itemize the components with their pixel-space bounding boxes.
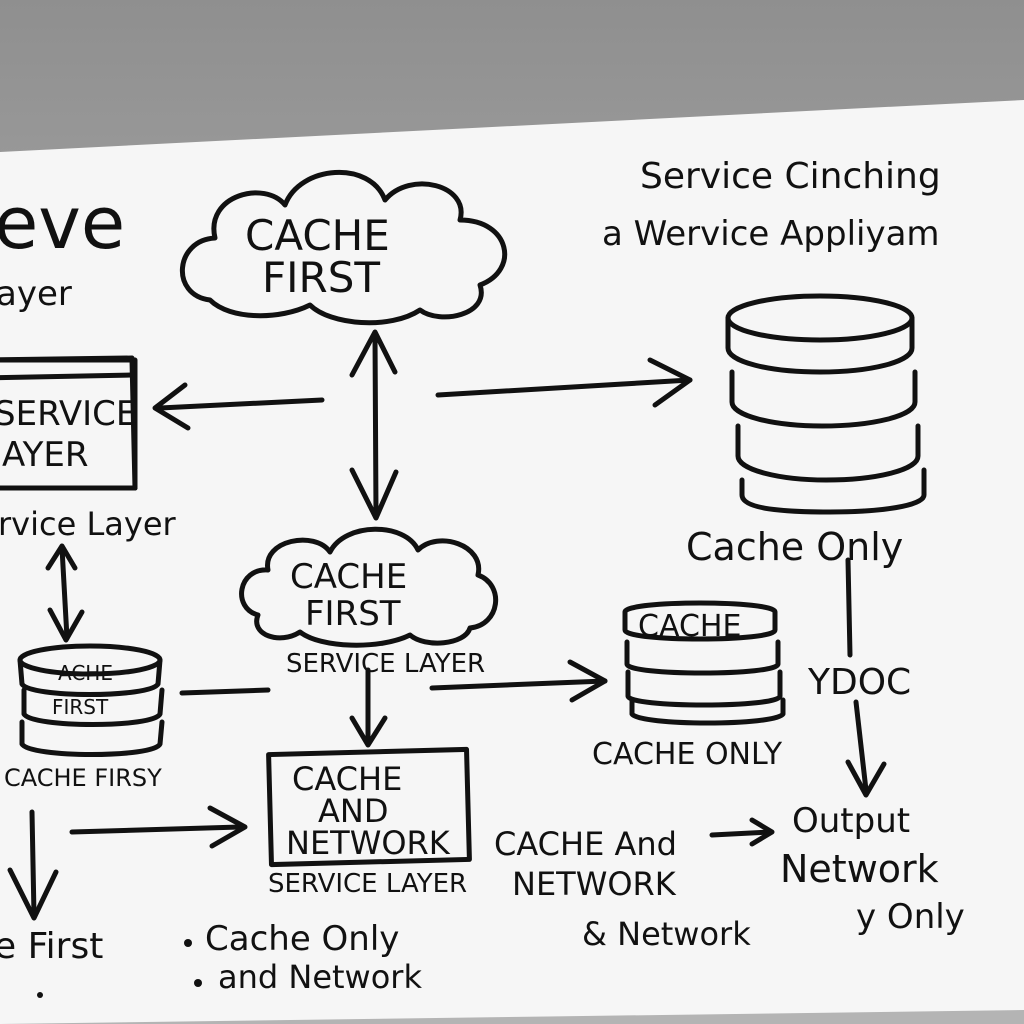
network-box-caption: SERVICE LAYER <box>268 869 467 899</box>
service-box-line2: AYER <box>2 435 89 475</box>
cache-network-box <box>266 746 472 868</box>
bullet-dot-2 <box>194 979 202 987</box>
service-box-caption: rvice Layer <box>0 505 177 543</box>
cloud-mid-caption: SERVICE LAYER <box>286 649 485 679</box>
top-right-line1: Service Cinching <box>640 156 941 197</box>
top-left-title: eve <box>0 181 125 265</box>
cloud-mid-line1: CACHE <box>290 557 407 597</box>
db-left-line1: ACHE <box>58 661 113 685</box>
network-box-line3: NETWORK <box>286 824 451 862</box>
ydoc-label: YDOC <box>807 662 911 703</box>
cache-and-network-line3: & Network <box>582 915 751 953</box>
db-left-caption: CACHE FIRSY <box>4 764 162 792</box>
cloud-top-shape <box>180 169 508 326</box>
output-line3: y Only <box>856 897 965 937</box>
database-left-icon <box>17 643 165 757</box>
arrows <box>7 329 887 921</box>
bullet-item-2: and Network <box>218 958 422 996</box>
cache-and-network-line1: CACHE And <box>494 825 677 863</box>
cache-and-network-line2: NETWORK <box>512 865 677 903</box>
output-line2: Network <box>780 847 939 891</box>
output-line1: Output <box>792 801 910 841</box>
bullet-item-1: Cache Only <box>205 919 399 959</box>
cloud-top-line2: FIRST <box>262 253 380 302</box>
whiteboard-surface <box>0 100 1024 1024</box>
top-left-subtitle: ayer <box>0 274 72 314</box>
top-right-line2: a Wervice Appliyam <box>602 214 940 254</box>
db-mid-label: CACHE <box>638 609 741 644</box>
bullet-dot-3 <box>37 992 43 998</box>
db-left-line2: FIRST <box>52 695 109 719</box>
cloud-top-line1: CACHE <box>245 211 390 260</box>
network-box-line1: CACHE <box>292 760 402 798</box>
db-mid-caption: CACHE ONLY <box>592 737 783 772</box>
service-layer-box <box>0 355 138 491</box>
cloud-mid-line2: FIRST <box>305 594 401 634</box>
service-box-line1: SERVICE <box>0 394 137 434</box>
network-box-line2: AND <box>318 792 388 830</box>
database-mid-icon <box>622 600 786 726</box>
db-right-caption: Cache Only <box>686 525 903 569</box>
bullet-dot-1 <box>184 939 192 947</box>
bottom-left-text: e First <box>0 926 103 967</box>
database-right-icon <box>725 293 927 515</box>
cloud-mid-shape <box>239 526 498 648</box>
